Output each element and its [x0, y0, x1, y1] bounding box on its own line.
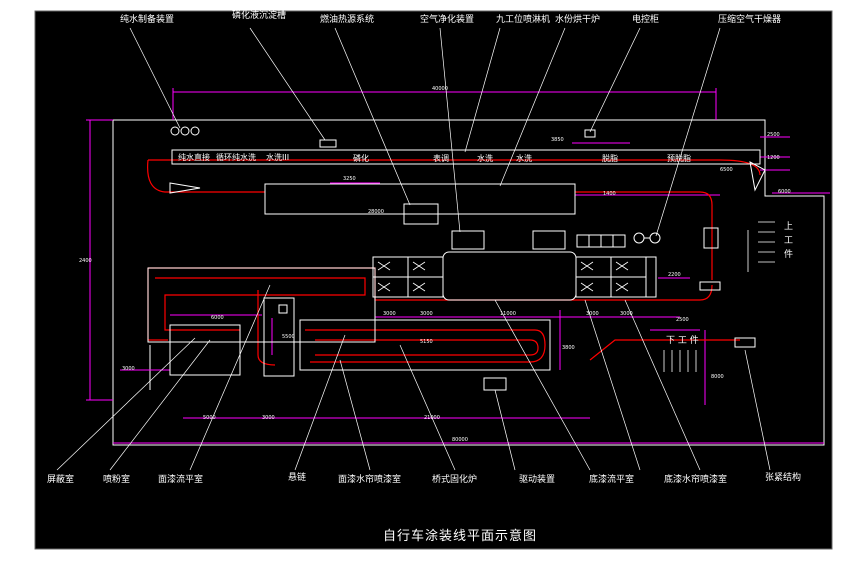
- label-overhead-chain: 悬链: [288, 471, 306, 483]
- dim-28000: 28000: [368, 209, 384, 215]
- dim-1400: 1400: [603, 191, 616, 197]
- section-pure-water-direct: 纯水直接: [178, 152, 210, 162]
- label-drying-oven: 水份烘干炉: [555, 13, 600, 25]
- section-degreasing: 脱脂: [602, 153, 618, 163]
- section-wash-3: 水洗III: [266, 152, 289, 162]
- label-drive-unit: 驱动装置: [519, 473, 555, 485]
- booth-fans: [377, 261, 629, 292]
- dim-2500-top: 2500: [767, 132, 780, 138]
- dim-3000-c: 3000: [586, 311, 599, 317]
- dim-3000-a: 3000: [383, 311, 396, 317]
- dim-5000: 5000: [203, 415, 216, 421]
- label-shield-room: 屏蔽室: [47, 473, 74, 485]
- label-primer-flash: 底漆流平室: [589, 473, 634, 485]
- dim-3800: 3800: [562, 345, 575, 351]
- label-fuel-heater: 燃油热源系统: [320, 13, 374, 25]
- label-topcoat-booth: 面漆水帘喷漆室: [338, 473, 401, 485]
- flow-arrows: [663, 221, 775, 372]
- dim-5150: 5150: [420, 339, 433, 345]
- equipment: [147, 126, 766, 391]
- leader-lines: [56, 27, 771, 471]
- drawing-title: 自行车涂装线平面示意图: [383, 528, 537, 544]
- label-load-1: 上: [784, 221, 793, 232]
- dim-21000: 21000: [424, 415, 440, 421]
- label-unload: 下 工 件: [666, 334, 699, 346]
- dim-3850: 3850: [551, 137, 564, 143]
- label-tensioner: 张紧结构: [765, 471, 801, 483]
- label-phosphate-tank: 磷化液沉淀槽: [232, 9, 286, 21]
- dim-3000-d: 3000: [620, 311, 633, 317]
- dim-2500-mid: 2500: [676, 317, 689, 323]
- section-phosphating: 磷化: [353, 153, 369, 163]
- label-air-dryer: 压缩空气干燥器: [718, 13, 781, 25]
- dim-11000: 11000: [500, 311, 516, 317]
- dim-8000: 8000: [711, 374, 724, 380]
- dim-1200: 1200: [767, 155, 780, 161]
- dim-bottom-overall: 80000: [452, 437, 468, 443]
- dim-6000-mid: 6000: [211, 315, 224, 321]
- section-surface-conditioning: 表调: [433, 153, 449, 163]
- label-primer-booth: 底漆水帘喷漆室: [664, 473, 727, 485]
- label-load-3: 件: [784, 248, 793, 260]
- section-wash-b: 水洗: [516, 153, 532, 163]
- dim-5500: 5500: [282, 334, 295, 340]
- dim-3000-b: 3000: [420, 311, 433, 317]
- dim-3250: 3250: [343, 176, 356, 182]
- dim-top-overall: 40000: [432, 86, 448, 92]
- panel-border: [34, 10, 833, 550]
- dim-2200: 2200: [668, 272, 681, 278]
- dim-6000-right: 6000: [778, 189, 791, 195]
- workshop-walls: [112, 119, 825, 446]
- dim-6500: 6500: [720, 167, 733, 173]
- label-pure-water: 纯水制备装置: [120, 13, 174, 25]
- dim-left-height: 2400: [79, 258, 92, 264]
- label-spray-machine: 九工位喷淋机: [496, 13, 550, 25]
- label-bridge-oven: 桥式固化炉: [432, 473, 477, 485]
- label-powder-room: 喷粉室: [103, 473, 130, 485]
- label-load-2: 工: [784, 236, 793, 246]
- dim-3000-left: 3000: [122, 366, 135, 372]
- label-control-cabinet: 电控柜: [632, 13, 659, 25]
- section-circulating-wash: 循环纯水洗: [216, 152, 256, 162]
- section-pre-degreasing: 预脱脂: [667, 153, 691, 163]
- label-topcoat-flash: 面漆流平室: [158, 473, 203, 485]
- section-wash-a: 水洗: [477, 153, 493, 163]
- label-air-purifier: 空气净化装置: [420, 13, 474, 25]
- dim-3000-e: 3000: [262, 415, 275, 421]
